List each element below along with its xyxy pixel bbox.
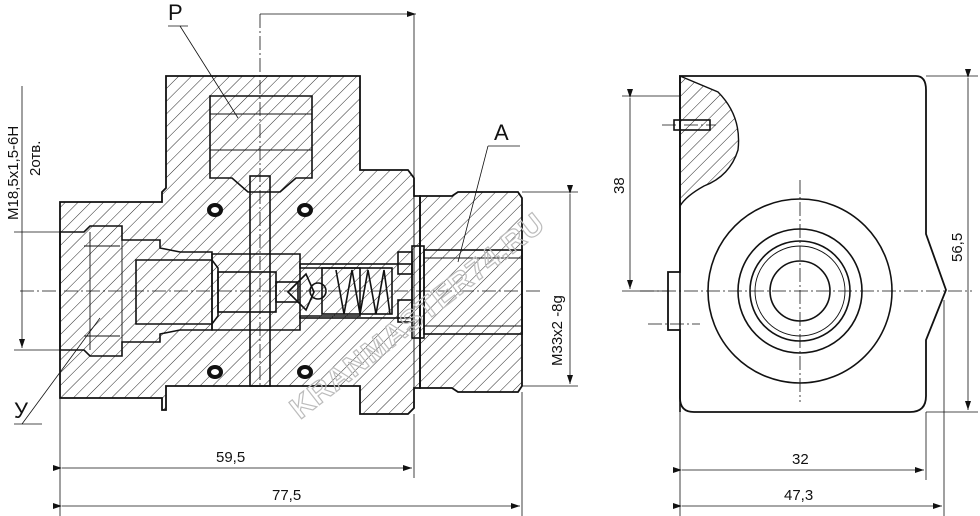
label-y: У (14, 398, 29, 423)
dim-47-3: 47,3 (784, 487, 813, 504)
dim-m33-thread: M33x2 -8g (549, 295, 566, 366)
spool-channel (211, 253, 361, 331)
leaders (14, 25, 520, 425)
spring (335, 269, 391, 315)
plunger (135, 259, 219, 325)
dim-59-5: 59,5 (216, 449, 245, 466)
dim-m18-thread: M18,5x1,5-6H (5, 126, 22, 220)
side-section-break (679, 74, 740, 209)
side-view (640, 74, 972, 413)
dim-77-5: 77,5 (272, 487, 301, 504)
dimension-lines-right (622, 69, 978, 516)
p-port-bore (209, 95, 313, 193)
dim-38: 38 (611, 177, 628, 194)
o-rings (207, 203, 313, 379)
label-p: P (168, 0, 183, 25)
dim-m18-count: 2отв. (27, 141, 44, 176)
label-a: A (494, 120, 509, 145)
dimension-lines-left (14, 11, 578, 516)
dim-56-5: 56,5 (949, 233, 966, 262)
section-view (20, 14, 540, 415)
dim-32: 32 (792, 451, 809, 468)
